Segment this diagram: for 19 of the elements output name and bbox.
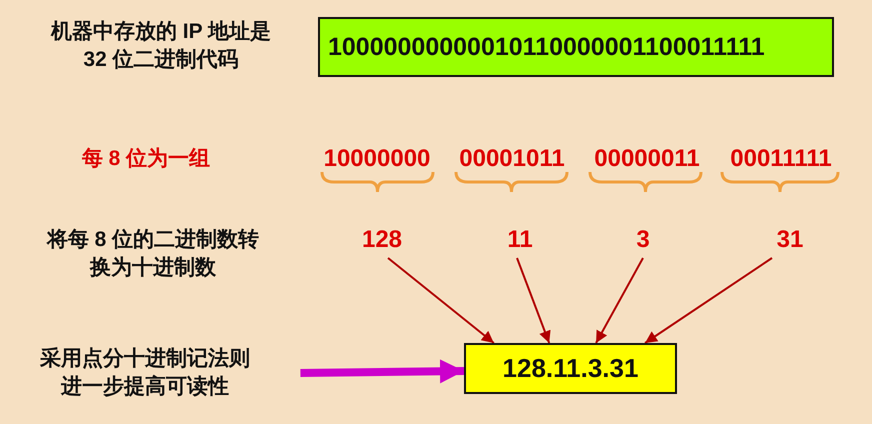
binary-byte: 10000000 xyxy=(322,144,432,174)
decimal-number: 31 xyxy=(760,222,820,258)
group-label: 每 8 位为一组 xyxy=(80,146,212,172)
decimal-number: 3 xyxy=(618,222,668,258)
ip-address-box: 128.11.3.31 xyxy=(464,343,677,394)
conversion-label: 将每 8 位的二进制数转换为十进制数 xyxy=(45,227,260,281)
arrow xyxy=(387,257,494,344)
arrow xyxy=(516,258,551,344)
arrow xyxy=(644,257,773,344)
note-text: 采用点分十进制记法则进一步提高可读性 xyxy=(40,343,250,403)
arrow xyxy=(595,258,644,344)
heading-text: 机器中存放的 IP 地址是 32 位二进制代码 xyxy=(50,19,272,73)
binary-byte: 00000011 xyxy=(593,144,701,174)
arrow xyxy=(300,359,464,384)
binary-byte: 00001011 xyxy=(458,144,566,174)
binary-byte: 00011111 xyxy=(729,144,833,174)
binary-code-box: 10000000000010110000001100011111 xyxy=(318,17,834,77)
decimal-number: 128 xyxy=(352,222,412,258)
decimal-number: 11 xyxy=(490,222,550,258)
